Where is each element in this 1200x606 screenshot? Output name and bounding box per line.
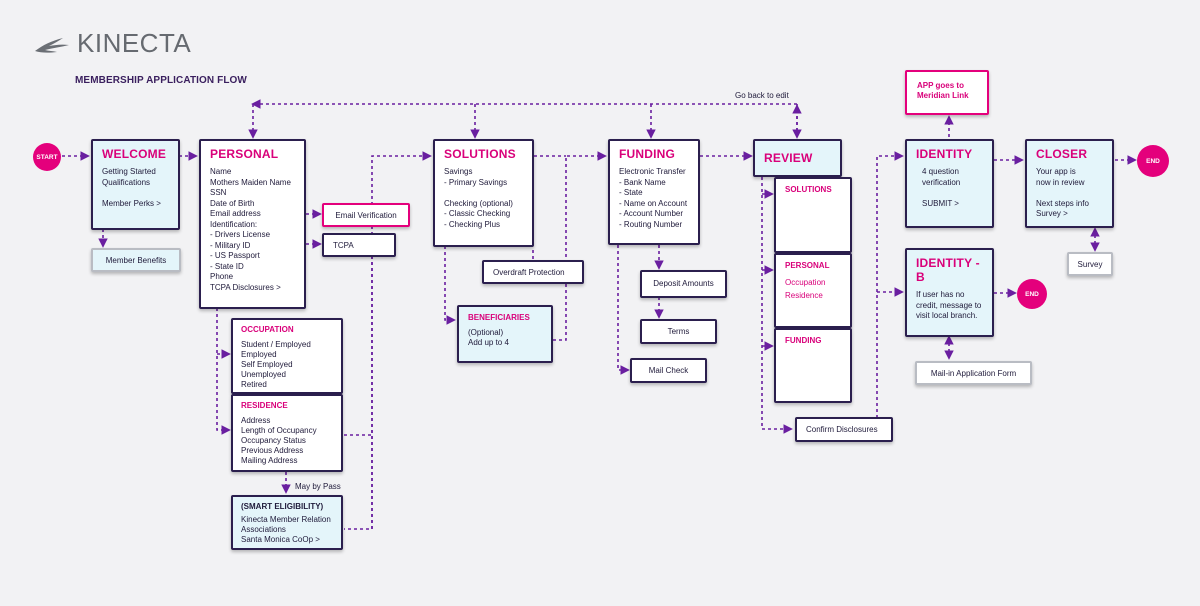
confirm-disclosures-node[interactable]: Confirm Disclosures xyxy=(795,417,893,442)
welcome-body: Getting Started Qualifications Member Pe… xyxy=(102,167,161,208)
funding-title: FUNDING xyxy=(619,147,676,161)
review-funding-title: FUNDING xyxy=(785,336,822,345)
solutions-node[interactable]: SOLUTIONS Savings - Primary Savings Chec… xyxy=(433,139,534,247)
mail-check-node[interactable]: Mail Check xyxy=(630,358,707,383)
review-node[interactable]: REVIEW xyxy=(753,139,842,177)
identity-b-title: IDENTITY -B xyxy=(916,256,980,284)
welcome-node[interactable]: WELCOME Getting Started Qualifications M… xyxy=(91,139,180,230)
connector-personal-occupation xyxy=(216,308,231,435)
smart-eligibility-node[interactable]: (SMART ELIGIBILITY) Kinecta Member Relat… xyxy=(231,495,343,550)
closer-title: CLOSER xyxy=(1036,147,1088,161)
overdraft-node[interactable]: Overdraft Protection xyxy=(482,260,584,284)
member-benefits-node[interactable]: Member Benefits xyxy=(91,248,181,272)
review-funding-node[interactable]: FUNDING xyxy=(774,328,852,403)
bird-logo-icon xyxy=(35,37,69,53)
solutions-body: Savings - Primary Savings Checking (opti… xyxy=(444,167,513,229)
start-node: START xyxy=(33,143,61,171)
mail-in-form-node[interactable]: Mail-in Application Form xyxy=(915,361,1032,385)
review-personal-body: Occupation Residence xyxy=(785,277,826,300)
connector-beneficiaries-funding xyxy=(553,151,607,341)
connector-tcpa-solutions xyxy=(344,256,373,530)
connector-review-sections xyxy=(761,177,793,434)
closer-node[interactable]: CLOSER Your app is now in review Next st… xyxy=(1025,139,1114,228)
review-personal-title: PERSONAL xyxy=(785,261,830,270)
personal-body: Name Mothers Maiden Name SSN Date of Bir… xyxy=(210,167,291,292)
personal-title: PERSONAL xyxy=(210,147,279,161)
residence-node[interactable]: RESIDENCE Address Length of Occupancy Oc… xyxy=(231,394,343,472)
smart-eligibility-title: (SMART ELIGIBILITY) xyxy=(241,502,324,511)
identity-title: IDENTITY xyxy=(916,147,973,161)
kinecta-logo: KINECTA xyxy=(33,28,191,59)
review-solutions-title: SOLUTIONS xyxy=(785,185,832,194)
connector-funding-mailcheck xyxy=(617,245,630,375)
end-node: END xyxy=(1137,145,1169,177)
identity-body: 4 question verification SUBMIT > xyxy=(922,167,961,208)
occupation-node[interactable]: OCCUPATION Student / Employed Employed S… xyxy=(231,318,343,394)
connector-confirm-identity xyxy=(876,151,904,418)
connector-solutions-beneficiaries xyxy=(444,246,456,325)
welcome-title: WELCOME xyxy=(102,147,167,161)
identity-node[interactable]: IDENTITY 4 question verification SUBMIT … xyxy=(905,139,994,228)
funding-body: Electronic Transfer - Bank Name - State … xyxy=(619,167,688,229)
deposit-amounts-node[interactable]: Deposit Amounts xyxy=(640,270,727,298)
residence-title: RESIDENCE xyxy=(241,401,288,410)
solutions-title: SOLUTIONS xyxy=(444,147,516,161)
beneficiaries-title: BENEFICIARIES xyxy=(468,313,530,322)
review-personal-node[interactable]: PERSONAL Occupation Residence xyxy=(774,253,852,328)
email-verification-node[interactable]: Email Verification xyxy=(322,203,410,227)
beneficiaries-body: (Optional) Add up to 4 xyxy=(468,327,509,348)
meridian-link-node[interactable]: APP goes to Meridian Link xyxy=(905,70,989,115)
residence-body: Address Length of Occupancy Occupancy St… xyxy=(241,415,317,465)
survey-node[interactable]: Survey xyxy=(1067,252,1113,276)
closer-body: Your app is now in review Next steps inf… xyxy=(1036,167,1089,218)
review-solutions-node[interactable]: SOLUTIONS xyxy=(774,177,852,253)
identity-b-body: If user has no credit, message to visit … xyxy=(916,290,982,320)
personal-node[interactable]: PERSONAL Name Mothers Maiden Name SSN Da… xyxy=(199,139,306,309)
connector-to-solutions xyxy=(371,151,432,529)
occupation-title: OCCUPATION xyxy=(241,325,294,334)
tcpa-node[interactable]: TCPA xyxy=(322,233,396,257)
page-title: MEMBERSHIP APPLICATION FLOW xyxy=(75,75,247,86)
end-node-b: END xyxy=(1017,279,1047,309)
review-title: REVIEW xyxy=(764,151,813,165)
smart-eligibility-body: Kinecta Member Relation Associations San… xyxy=(241,514,331,544)
occupation-body: Student / Employed Employed Self Employe… xyxy=(241,339,311,389)
go-back-label: Go back to edit xyxy=(735,91,789,100)
identity-b-node[interactable]: IDENTITY -B If user has no credit, messa… xyxy=(905,248,994,337)
may-bypass-label: May by Pass xyxy=(295,482,341,491)
funding-node[interactable]: FUNDING Electronic Transfer - Bank Name … xyxy=(608,139,700,245)
beneficiaries-node[interactable]: BENEFICIARIES (Optional) Add up to 4 xyxy=(457,305,553,363)
logo-text: KINECTA xyxy=(77,28,192,58)
terms-node[interactable]: Terms xyxy=(640,319,717,344)
